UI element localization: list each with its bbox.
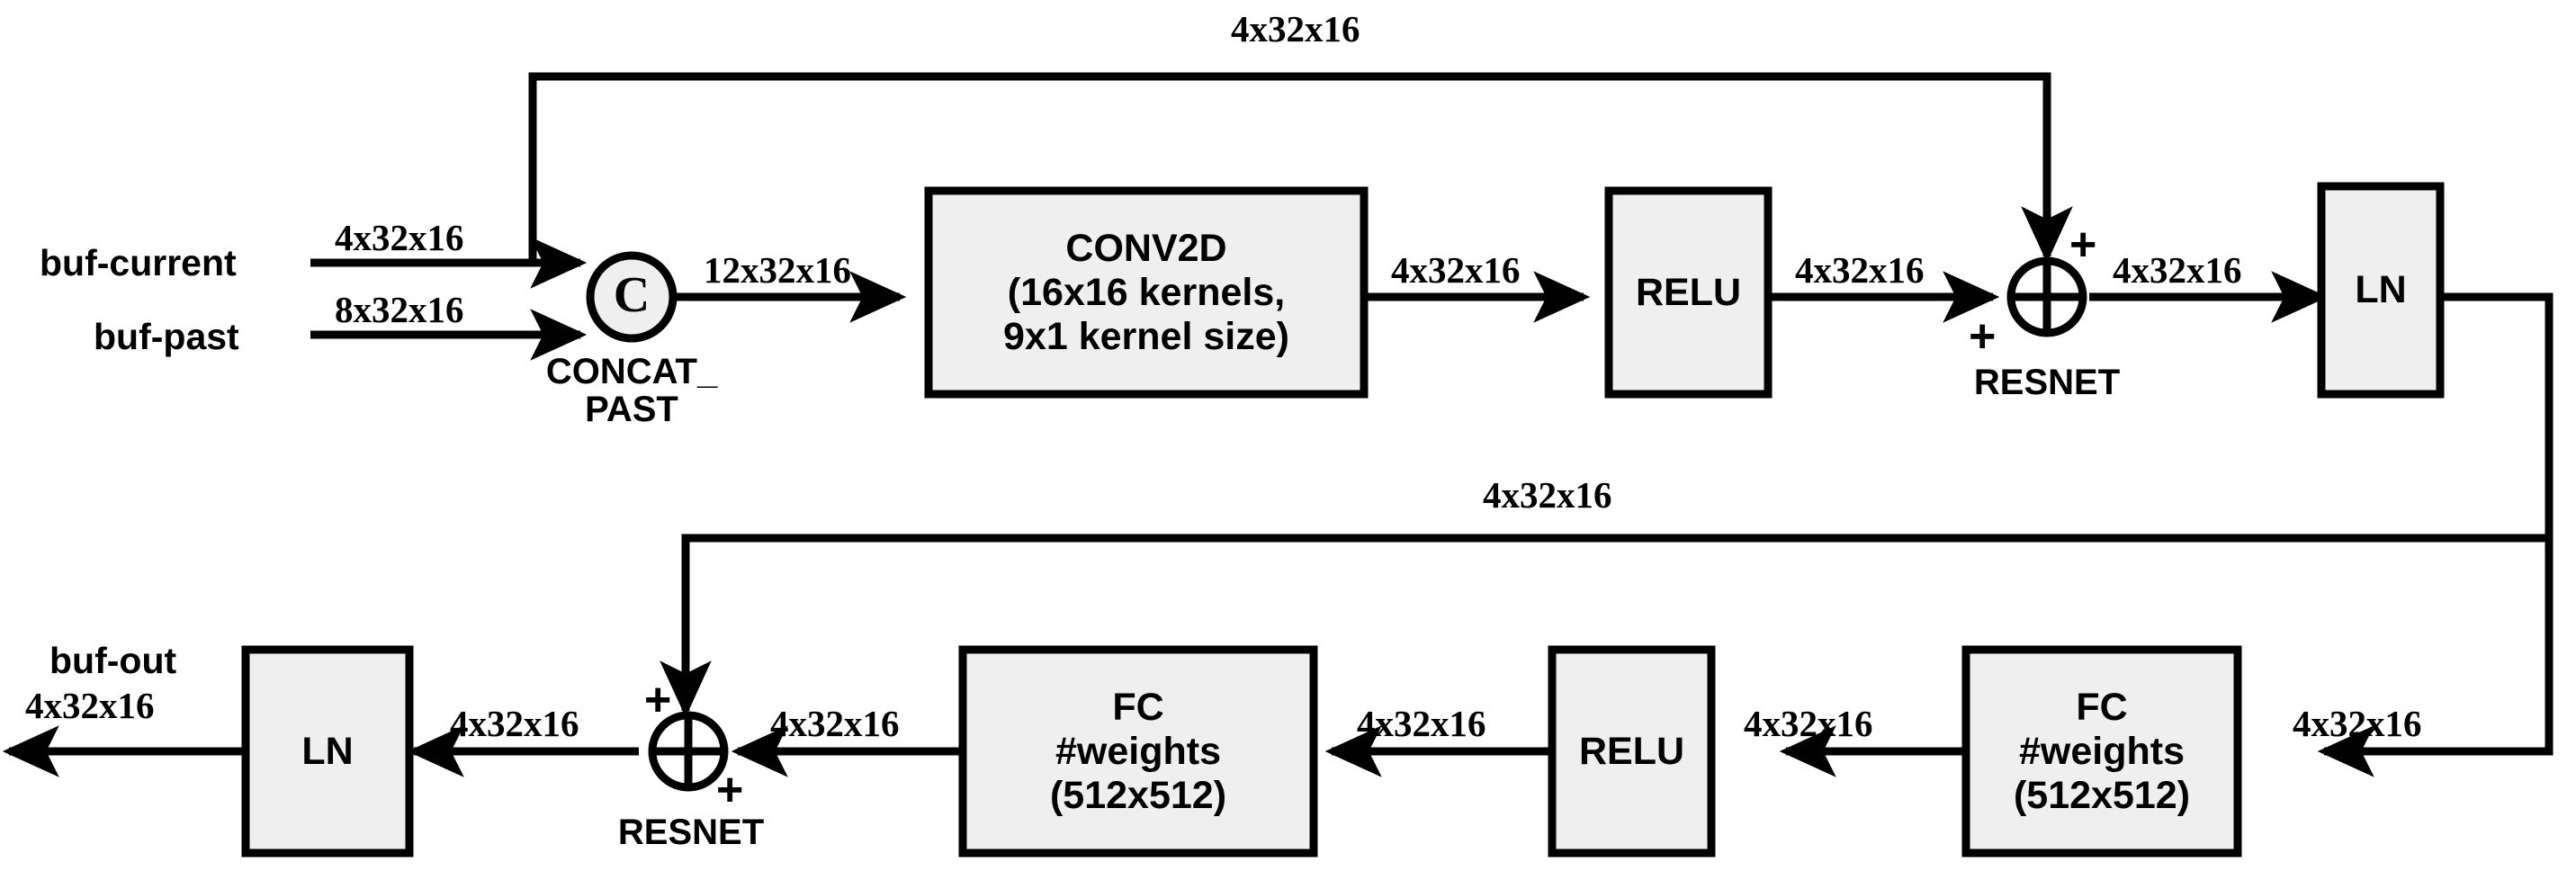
edge-label-fc-left-out: 4x32x16 xyxy=(770,703,900,744)
edge-label-buf-past: 8x32x16 xyxy=(335,289,464,330)
resnet-top-caption: RESNET xyxy=(1973,363,2121,402)
edge-label-relu-top-out: 4x32x16 xyxy=(1795,249,1925,291)
edge-label-buf-current: 4x32x16 xyxy=(335,217,464,258)
resnet-bottom-plus-upper: + xyxy=(644,674,672,726)
relu-top-block-shape xyxy=(1604,186,1773,399)
output-label-buf-out: buf-out xyxy=(49,640,177,681)
edge-label-fc-right-out: 4x32x16 xyxy=(1744,703,1873,744)
edge-label-relu-bottom-out: 4x32x16 xyxy=(1357,703,1486,744)
relu-bottom-block-shape xyxy=(1548,645,1716,858)
wire-skip-middle xyxy=(660,534,2549,718)
edge-label-concat-out: 12x32x16 xyxy=(704,249,851,291)
resnet-bottom-caption: RESNET xyxy=(617,813,765,852)
fc-right-block-shape xyxy=(1961,645,2242,858)
input-label-buf-current: buf-current xyxy=(40,242,237,283)
edge-label-skip-top: 4x32x16 xyxy=(1231,8,1360,49)
edge-label-resnet-bottom-out: 4x32x16 xyxy=(450,703,579,744)
concat-glyph: C xyxy=(613,267,651,323)
wire-ln-top-to-fc-right xyxy=(2317,292,2554,777)
fc-left-block-shape xyxy=(958,645,1318,858)
edge-label-skip-middle: 4x32x16 xyxy=(1483,474,1612,516)
resnet-bottom-plus-lower: + xyxy=(716,764,744,816)
concat-caption: CONCAT_ PAST xyxy=(545,352,718,429)
concat-node-shape xyxy=(586,251,678,343)
ln-bottom-block-shape xyxy=(241,645,414,858)
edge-label-conv-out: 4x32x16 xyxy=(1391,249,1521,291)
conv2d-block-shape xyxy=(924,186,1369,399)
edge-label-buf-out: 4x32x16 xyxy=(25,685,155,726)
wire-skip-top xyxy=(528,72,2073,264)
input-label-buf-past: buf-past xyxy=(94,316,239,357)
edge-label-ln-top-out: 4x32x16 xyxy=(2293,703,2422,744)
ln-top-block-shape xyxy=(2317,182,2445,399)
edge-label-resnet-top-out: 4x32x16 xyxy=(2113,249,2242,291)
resnet-top-plus-upper: + xyxy=(2069,219,2097,271)
resnet-top-plus-lower: + xyxy=(1969,310,1997,363)
